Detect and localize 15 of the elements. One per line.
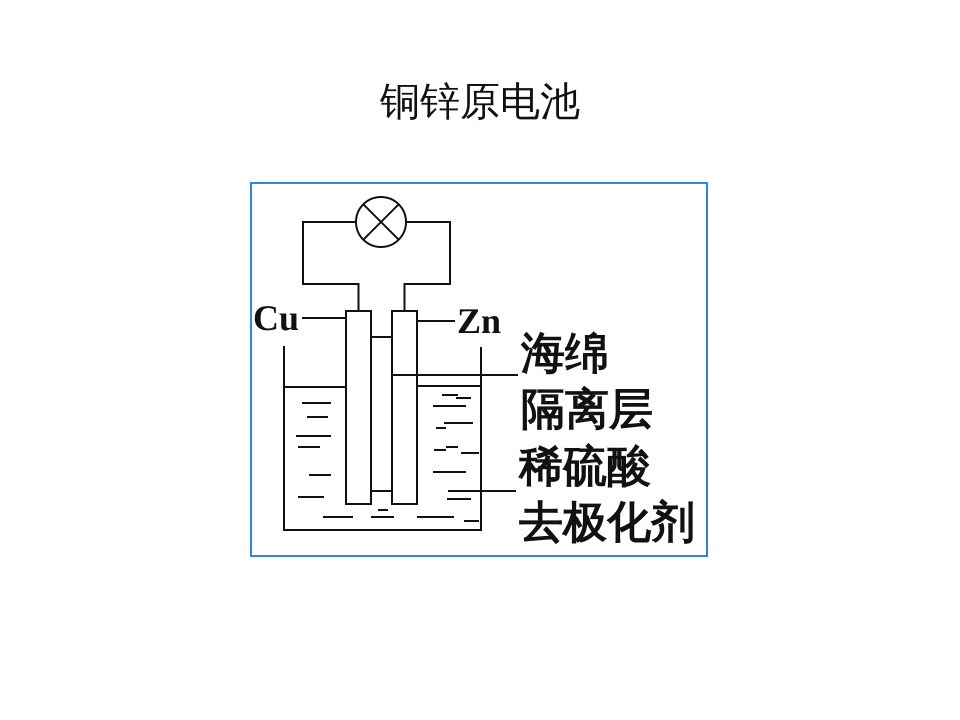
electrode-label: Zn xyxy=(457,301,502,341)
diagram-title: 铜锌原电池 xyxy=(380,78,580,126)
part-label: 海绵隔离层 xyxy=(521,326,657,438)
electrode-label: Cu xyxy=(253,298,300,338)
wire xyxy=(302,221,360,310)
electrode-plate xyxy=(345,310,372,505)
part-label: 稀硫酸去极化剂 xyxy=(519,439,699,551)
electrode-plate xyxy=(391,310,418,505)
leader-line xyxy=(418,320,455,322)
lamp-symbol xyxy=(355,196,407,248)
leader-line xyxy=(393,374,518,376)
separator-layer xyxy=(370,336,393,492)
leader-line xyxy=(448,490,516,492)
wire xyxy=(404,221,451,310)
leader-line xyxy=(302,317,345,319)
